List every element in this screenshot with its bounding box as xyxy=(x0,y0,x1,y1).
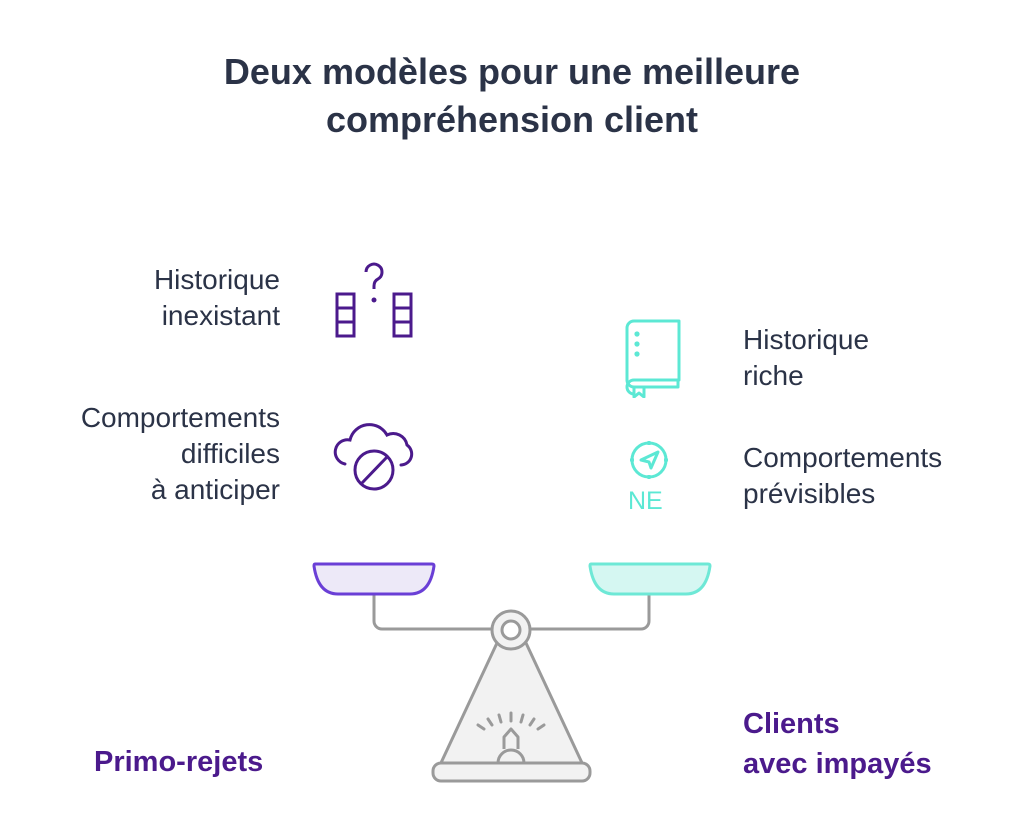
label-line: riche xyxy=(743,360,804,391)
label-comportements-difficiles: Comportements difficiles à anticiper xyxy=(81,400,280,508)
category-label: Primo-rejets xyxy=(94,746,264,778)
title-line-2: compréhension client xyxy=(325,99,699,140)
question-blocks-icon xyxy=(335,262,413,338)
page-title: Deux modèles pour une meilleure compréhe… xyxy=(0,48,1024,144)
cloud-blocked-icon xyxy=(333,423,414,491)
label-comportements-previsibles: Comportements prévisibles xyxy=(743,440,942,512)
title-line-1: Deux modèles pour une meilleure xyxy=(223,51,801,92)
label-line: Historique xyxy=(743,324,870,355)
label-line: difficiles xyxy=(180,438,280,469)
compass-badge: NE xyxy=(628,487,663,515)
label-historique-inexistant: Historique inexistant xyxy=(154,262,280,334)
label-line: Comportements xyxy=(80,402,280,433)
right-pan xyxy=(588,562,712,596)
balance-scale-icon xyxy=(312,562,712,783)
category-label: Clients xyxy=(743,708,840,740)
label-line: inexistant xyxy=(161,300,280,331)
label-line: Comportements xyxy=(743,442,943,473)
label-line: à anticiper xyxy=(150,474,280,505)
category-primo-rejets: Primo-rejets xyxy=(94,742,263,782)
category-clients-impayes: Clients avec impayés xyxy=(743,704,932,784)
category-label: avec impayés xyxy=(743,748,932,780)
book-bookmark-icon xyxy=(625,319,681,398)
label-historique-riche: Historique riche xyxy=(743,322,869,394)
label-line: prévisibles xyxy=(743,478,876,509)
label-line: Historique xyxy=(153,264,280,295)
left-pan xyxy=(312,562,436,596)
compass-northeast-icon xyxy=(630,441,668,479)
